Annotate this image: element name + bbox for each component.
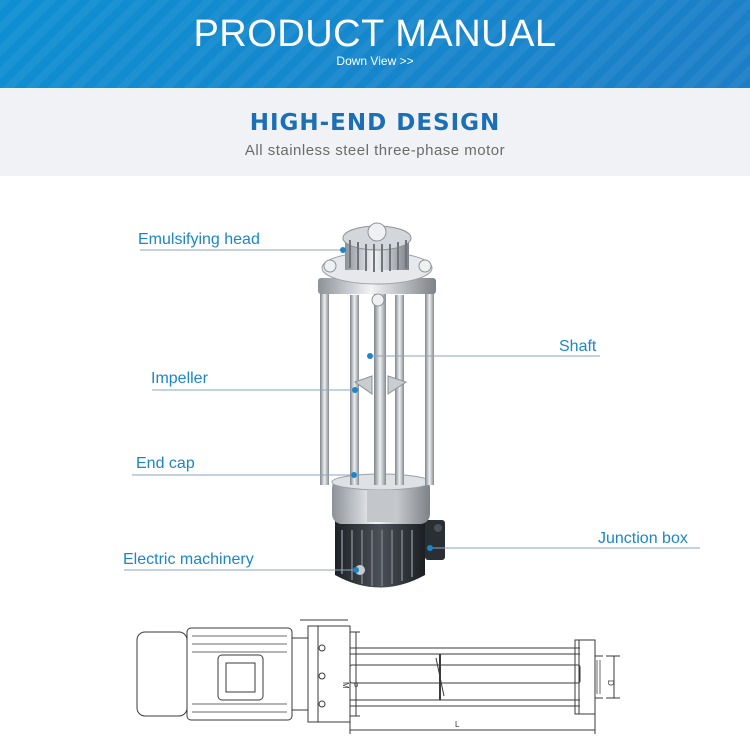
label-electric-machinery: Electric machinery bbox=[123, 551, 254, 568]
label-end-cap: End cap bbox=[136, 455, 195, 472]
section-band bbox=[0, 88, 750, 176]
label-junction-box: Junction box bbox=[598, 530, 688, 547]
leader-lines bbox=[124, 247, 700, 573]
section-subtitle: All stainless steel three-phase motor bbox=[244, 142, 506, 159]
dim-l-label: L bbox=[455, 720, 460, 729]
label-impeller: Impeller bbox=[151, 370, 208, 387]
label-emulsifying-head: Emulsifying head bbox=[138, 231, 260, 248]
dim-m-label: M bbox=[341, 682, 350, 689]
dim-p-label: P bbox=[350, 682, 359, 687]
down-view-link[interactable]: Down View >> bbox=[336, 54, 414, 68]
drawing-motor-body bbox=[186, 627, 293, 721]
drawing-motor-fan bbox=[136, 631, 188, 717]
banner-title: PRODUCT MANUAL bbox=[193, 13, 557, 55]
dim-d-label: D bbox=[606, 680, 615, 686]
emulsifying-head-part bbox=[318, 222, 436, 307]
impeller-part bbox=[353, 375, 408, 395]
header-banner: PRODUCT MANUAL Down View >> bbox=[0, 0, 750, 88]
section-title: HIGH-END DESIGN bbox=[249, 110, 501, 136]
label-shaft: Shaft bbox=[559, 338, 597, 355]
